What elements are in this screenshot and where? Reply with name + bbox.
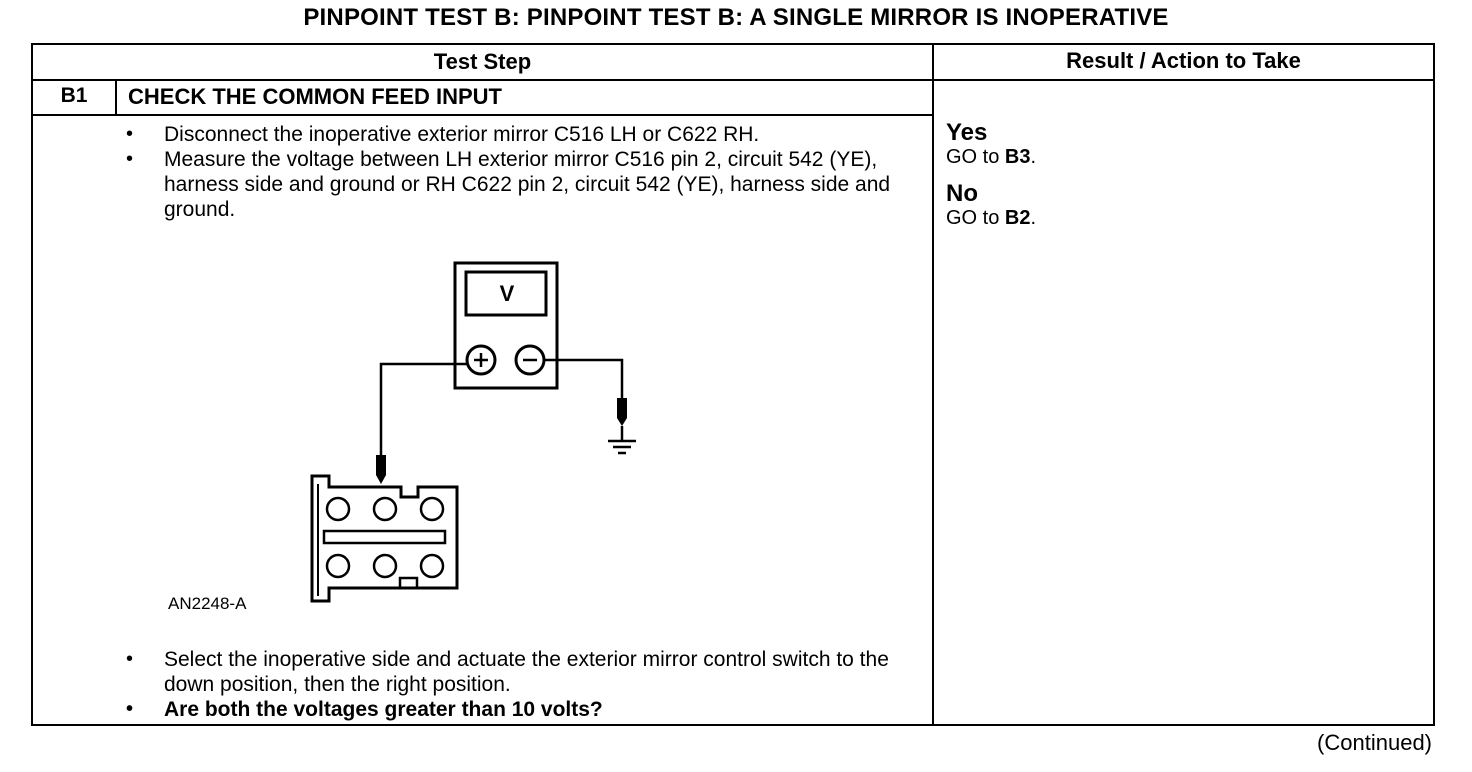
voltmeter-label: V [500, 281, 515, 306]
instruction-list-top: • Disconnect the inoperative exterior mir… [120, 122, 900, 222]
step-id-divider [115, 79, 117, 115]
list-item: • Are both the voltages greater than 10 v… [120, 697, 910, 722]
yes-action: GO to B3. [946, 146, 1037, 168]
bullet-icon: • [126, 123, 134, 145]
step-title-divider [31, 114, 933, 116]
header-test-step: Test Step [433, 49, 532, 74]
instruction-text: Disconnect the inoperative exterior mirr… [164, 123, 760, 146]
header-divider [31, 79, 1435, 81]
voltmeter-body [453, 261, 559, 390]
step-title: CHECK THE COMMON FEED INPUT [128, 84, 502, 109]
list-item: • Select the inoperative side and actuate… [120, 647, 910, 697]
header-result-action: Result / Action to Take [1066, 48, 1301, 73]
column-divider [932, 43, 934, 726]
list-item: • Measure the voltage between LH exterior… [120, 147, 900, 222]
negative-probe-icon [617, 398, 627, 426]
result-no: No GO to B2. [946, 180, 1037, 230]
bullet-icon: • [126, 148, 134, 170]
negative-lead [544, 358, 624, 398]
instruction-text: Select the inoperative side and actuate … [164, 648, 889, 696]
result-yes: Yes GO to B3. [946, 119, 1037, 169]
no-action: GO to B2. [946, 207, 1037, 229]
pinpoint-test-table [31, 43, 1435, 726]
figure-label: AN2248-A [168, 594, 247, 613]
positive-lead [379, 362, 467, 455]
voltmeter-display [464, 270, 548, 317]
question-text: Are both the voltages greater than 10 vo… [164, 698, 603, 721]
ground-icon [608, 439, 636, 455]
yes-label: Yes [946, 119, 988, 146]
positive-terminal-icon [465, 344, 497, 376]
bullet-icon: • [126, 648, 134, 670]
step-id: B1 [60, 84, 88, 107]
no-target-link[interactable]: B2 [1004, 207, 1031, 229]
connector-icon [310, 474, 459, 603]
yes-target-link[interactable]: B3 [1004, 146, 1031, 168]
continued-note: (Continued) [1317, 730, 1432, 755]
page-title: PINPOINT TEST B: PINPOINT TEST B: A SING… [303, 4, 1169, 31]
no-label: No [946, 180, 978, 207]
list-item: • Disconnect the inoperative exterior mir… [120, 122, 900, 147]
instruction-list-bottom: • Select the inoperative side and actuate… [120, 647, 910, 722]
positive-probe-icon [376, 455, 386, 484]
bullet-icon: • [126, 698, 134, 720]
instruction-text: Measure the voltage between LH exterior … [164, 148, 891, 221]
